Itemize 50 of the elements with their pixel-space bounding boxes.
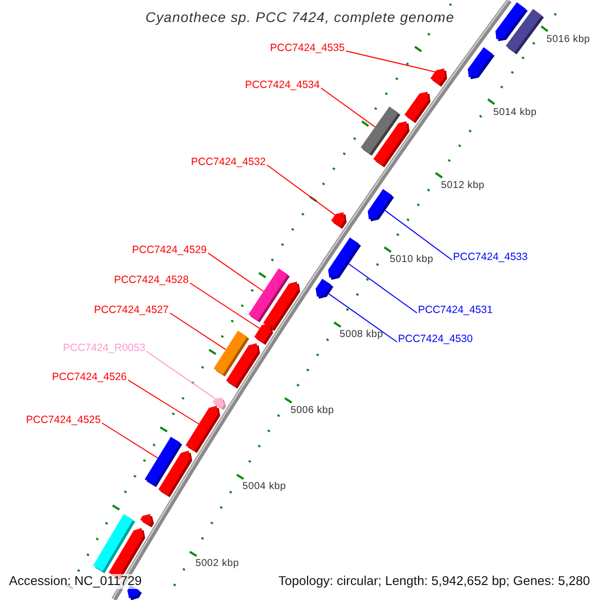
gene-block bbox=[331, 212, 347, 229]
gene-label: PCC7424_4525 bbox=[26, 414, 101, 426]
gene-block bbox=[226, 343, 260, 389]
gene-block bbox=[373, 121, 410, 168]
gene-label: PCC7424_4530 bbox=[398, 333, 473, 346]
leader-line bbox=[320, 88, 376, 128]
leader-line bbox=[190, 282, 260, 329]
scale-label: 5016 kbp bbox=[546, 34, 590, 46]
leader-line bbox=[208, 252, 264, 292]
gene-label: PCC7424_4529 bbox=[132, 244, 207, 256]
leader-line bbox=[102, 422, 158, 459]
gene-block bbox=[254, 323, 274, 345]
scale-label: 5006 kbp bbox=[290, 405, 334, 417]
leader-line bbox=[328, 293, 398, 342]
gene-block bbox=[430, 68, 448, 87]
gene-label: PCC7424_4533 bbox=[453, 251, 528, 264]
scale-label: 5002 kbp bbox=[195, 558, 240, 570]
gene-block bbox=[186, 406, 220, 454]
gene-label: PCC7424_4527 bbox=[94, 304, 169, 316]
leader-line bbox=[346, 50, 436, 72]
gene-block bbox=[140, 514, 154, 528]
scale-label: 5014 kbp bbox=[493, 106, 537, 118]
gene-label: PCC7424_4528 bbox=[114, 274, 189, 286]
accession-text: Accession: NC_011729 bbox=[8, 574, 143, 589]
genome-summary-text: Topology: circular; Length: 5,942,652 bp; Genes: 5,280 bbox=[277, 574, 591, 589]
leader-line bbox=[128, 380, 200, 424]
leader-line bbox=[266, 164, 336, 216]
scale-label: 5008 kbp bbox=[340, 329, 384, 341]
leader-line bbox=[170, 312, 226, 350]
leader-line bbox=[348, 263, 418, 314]
gene-label: PCC7424_4534 bbox=[245, 79, 320, 92]
gene-bar bbox=[506, 8, 544, 54]
gene-label: PCC7424_4531 bbox=[418, 304, 493, 316]
gene-block bbox=[316, 278, 334, 299]
gene-label: PCC7424_R0053 bbox=[63, 342, 146, 354]
gene-block bbox=[468, 47, 495, 80]
map-title: Cyanothece sp. PCC 7424, complete genome bbox=[146, 9, 454, 26]
gene-block bbox=[263, 282, 300, 331]
gene-block bbox=[328, 238, 361, 280]
scale-label: 5004 kbp bbox=[242, 481, 286, 493]
scale-label: 5010 kbp bbox=[390, 254, 434, 266]
scale-label: 5012 kbp bbox=[440, 180, 485, 192]
leader-line bbox=[384, 210, 452, 260]
gene-block bbox=[404, 92, 430, 124]
gene-label: PCC7424_4526 bbox=[52, 371, 127, 384]
gene-block bbox=[158, 450, 192, 498]
gene-label: PCC7424_4532 bbox=[191, 156, 266, 168]
gene-block bbox=[368, 189, 394, 222]
gene-label: PCC7424_4535 bbox=[270, 42, 345, 54]
leader-line bbox=[146, 350, 216, 399]
